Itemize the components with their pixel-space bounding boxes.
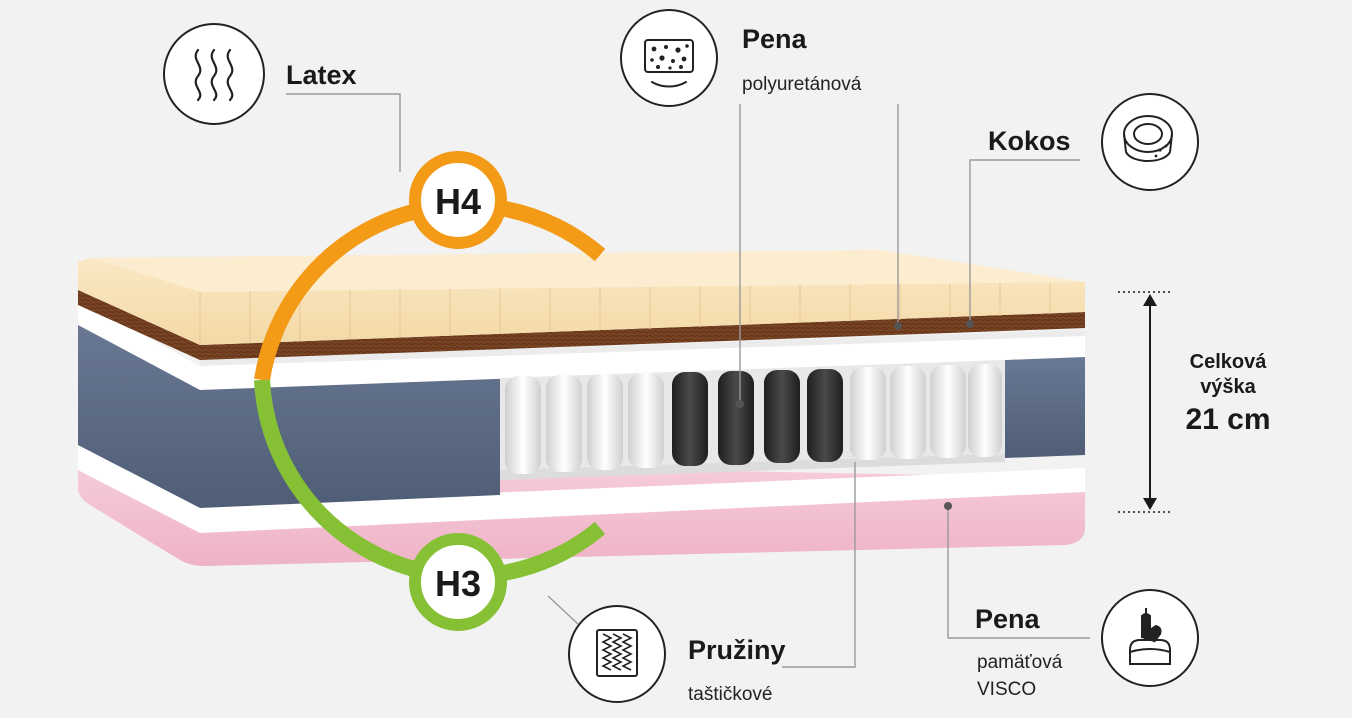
label-springs-title: Pružiny [688,635,786,665]
label-visco-title: Pena [975,604,1040,634]
label-poly-foam-title: Pena [742,24,807,54]
foam-block-icon [621,10,717,106]
label-poly-foam-subtitle: polyuretánová [742,72,861,98]
label-visco-subtitle-2: VISCO [977,677,1036,703]
total-height-label: Celková výška 21 cm [1162,350,1294,440]
total-height-value: 21 cm [1162,400,1294,440]
badge-h4-text: H4 [435,181,481,222]
label-latex-title: Latex [286,60,357,90]
label-visco-subtitle-1: pamäťová [977,650,1062,676]
label-springs-subtitle: taštičkové [688,682,772,708]
leader-h3-springs [548,596,578,624]
mattress [78,250,1085,566]
badge-h3: H3 [415,539,501,625]
leader-latex [286,94,400,172]
total-height-label-2: výška [1162,375,1294,400]
coconut-icon [1102,94,1198,190]
badge-h3-text: H3 [435,563,481,604]
hand-press-icon [1102,590,1198,686]
label-coconut-title: Kokos [988,126,1071,156]
springs-icon [569,606,665,702]
total-height-label-1: Celková [1162,350,1294,375]
waves-icon [164,24,264,124]
badge-h4: H4 [415,157,501,243]
